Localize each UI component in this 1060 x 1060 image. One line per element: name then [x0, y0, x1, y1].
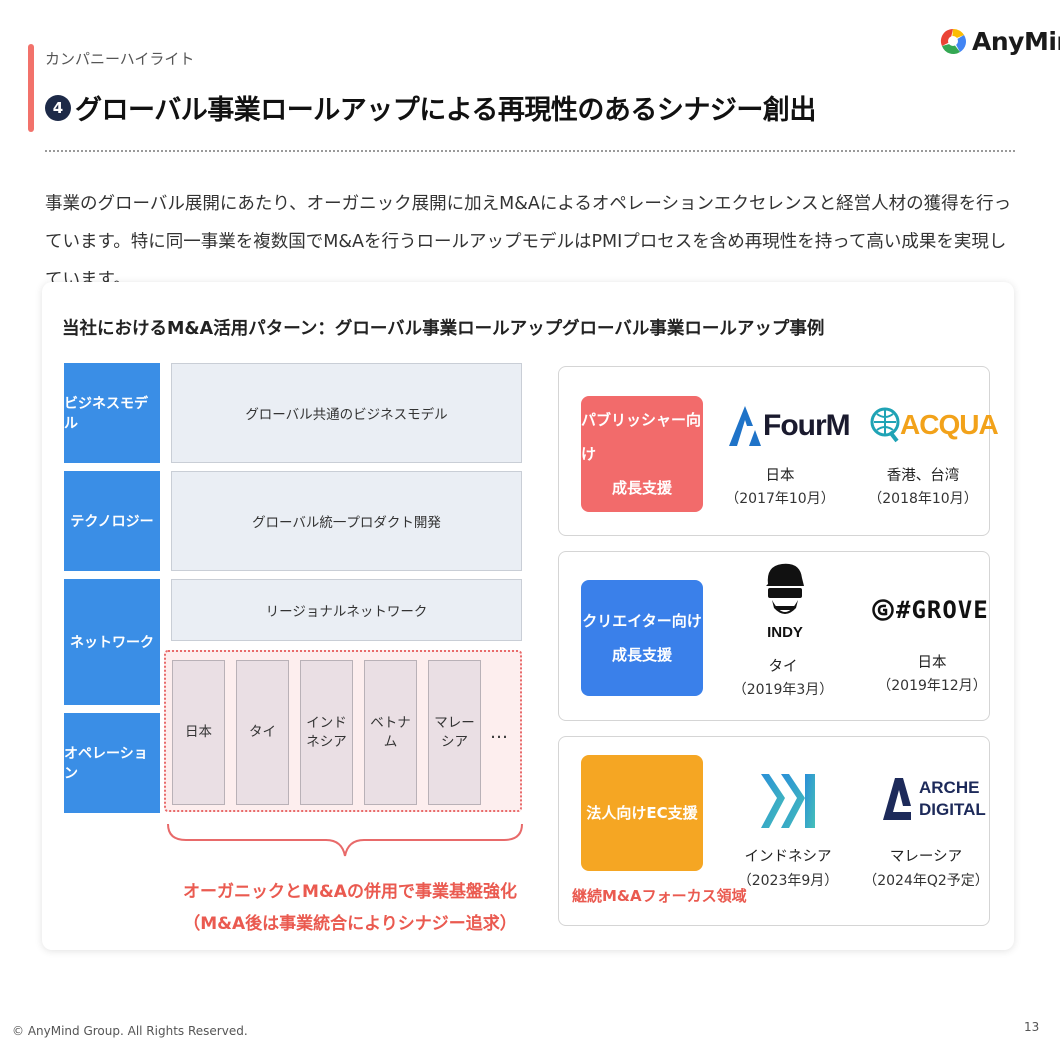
case-label-creator-line1: クリエイター向け: [582, 612, 702, 630]
fourm-logo: FourM: [727, 404, 851, 448]
organic-ma-line2: （M&A後は事業統合によりシナジー追求）: [183, 914, 517, 934]
case-label-publisher-line2: 成長支援: [611, 479, 672, 497]
country-thailand: タイ: [236, 660, 289, 805]
case-label-creator: クリエイター向け 成長支援: [581, 580, 703, 696]
organic-ma-line1: オーガニックとM&Aの併用で事業基盤強化: [183, 882, 517, 902]
indy-logo-text: INDY: [767, 624, 803, 641]
page-title: グローバル事業ロールアップによる再現性のあるシナジー創出: [75, 95, 816, 126]
indy-date: （2019年3月）: [732, 682, 834, 698]
acqua-date: （2018年10月）: [868, 491, 978, 507]
fourm-logo-icon: [729, 406, 761, 446]
row-label-technology: テクノロジー: [64, 471, 160, 571]
logo-text: AnyMind: [972, 26, 1060, 56]
business-model-box: グローバル共通のビジネスモデル: [171, 363, 522, 463]
left-heading: 当社におけるM&A活用パターン：グローバル事業ロールアップ: [62, 319, 563, 339]
indy-country: タイ: [768, 659, 798, 675]
grove-date: （2019年12月）: [877, 678, 987, 694]
fourm-date: （2017年10月）: [725, 491, 835, 507]
section-subtitle: カンパニーハイライト: [45, 50, 195, 68]
right-heading: グローバル事業ロールアップ事例: [562, 319, 825, 339]
more-countries-ellipsis: …: [490, 722, 509, 743]
case-label-ec: 法人向けEC支援: [581, 755, 703, 871]
row-label-operation: オペレーション: [64, 713, 160, 813]
grove-country: 日本: [917, 655, 947, 671]
row-label-business-model: ビジネスモデル: [64, 363, 160, 463]
row-label-network: ネットワーク: [64, 579, 160, 705]
indy-logo-icon: [766, 563, 804, 614]
copyright: © AnyMind Group. All Rights Reserved.: [12, 1024, 248, 1038]
arche-digital-country: マレーシア: [889, 849, 963, 865]
grove-logo-text: #GROVE: [896, 596, 989, 624]
country-indonesia: インド ネシア: [300, 660, 353, 805]
fourm-logo-text: FourM: [763, 409, 851, 442]
number-badge: 4: [45, 94, 71, 121]
country-malaysia: マレーシア: [428, 660, 481, 805]
network-box: リージョナルネットワーク: [171, 579, 522, 641]
acqua-logo-icon: [870, 407, 900, 443]
indonesia-company-date: （2023年9月）: [737, 873, 839, 889]
acqua-logo: ACQUA: [870, 406, 999, 444]
brace-icon: [167, 823, 523, 857]
case-label-publisher: パブリッシャー向け 成長支援: [581, 396, 703, 512]
case-label-publisher-line1: パブリッシャー向け: [581, 411, 702, 463]
anymind-logo-icon: [940, 28, 966, 55]
accent-bar: [28, 44, 34, 132]
technology-box: グローバル統一プロダクト開発: [171, 471, 522, 571]
case-label-ec-line1: 法人向けEC支援: [586, 804, 698, 822]
arche-digital-logo: ARCHE DIGITAL: [881, 776, 986, 822]
focus-area-label: 継続M&Aフォーカス領域: [572, 887, 747, 905]
arche-digital-logo-text: ARCHE DIGITAL: [919, 778, 986, 819]
indonesia-company-country: インドネシア: [744, 849, 832, 865]
case-label-creator-line2: 成長支援: [611, 646, 672, 664]
page-number: 13: [1024, 1020, 1040, 1034]
acqua-logo-text: ACQUA: [900, 409, 999, 440]
country-vietnam: ベトナム: [364, 660, 417, 805]
acqua-country: 香港、台湾: [886, 468, 960, 484]
divider: [45, 150, 1015, 152]
organic-ma-note: オーガニックとM&Aの併用で事業基盤強化 （M&A後は事業統合によりシナジー追求…: [170, 876, 530, 940]
arche-digital-logo-icon: [883, 778, 911, 820]
indy-logo: INDY: [762, 562, 808, 650]
indonesia-company-logo-icon: [761, 774, 815, 828]
grove-logo-icon: [872, 599, 894, 621]
arche-digital-date: （2024年Q2予定）: [863, 873, 989, 889]
title-row: 4 グローバル事業ロールアップによる再現性のあるシナジー創出: [45, 88, 816, 127]
fourm-country: 日本: [765, 468, 795, 484]
country-japan: 日本: [172, 660, 225, 805]
anymind-logo: AnyMind: [938, 26, 1060, 56]
grove-logo: #GROVE: [872, 596, 989, 624]
